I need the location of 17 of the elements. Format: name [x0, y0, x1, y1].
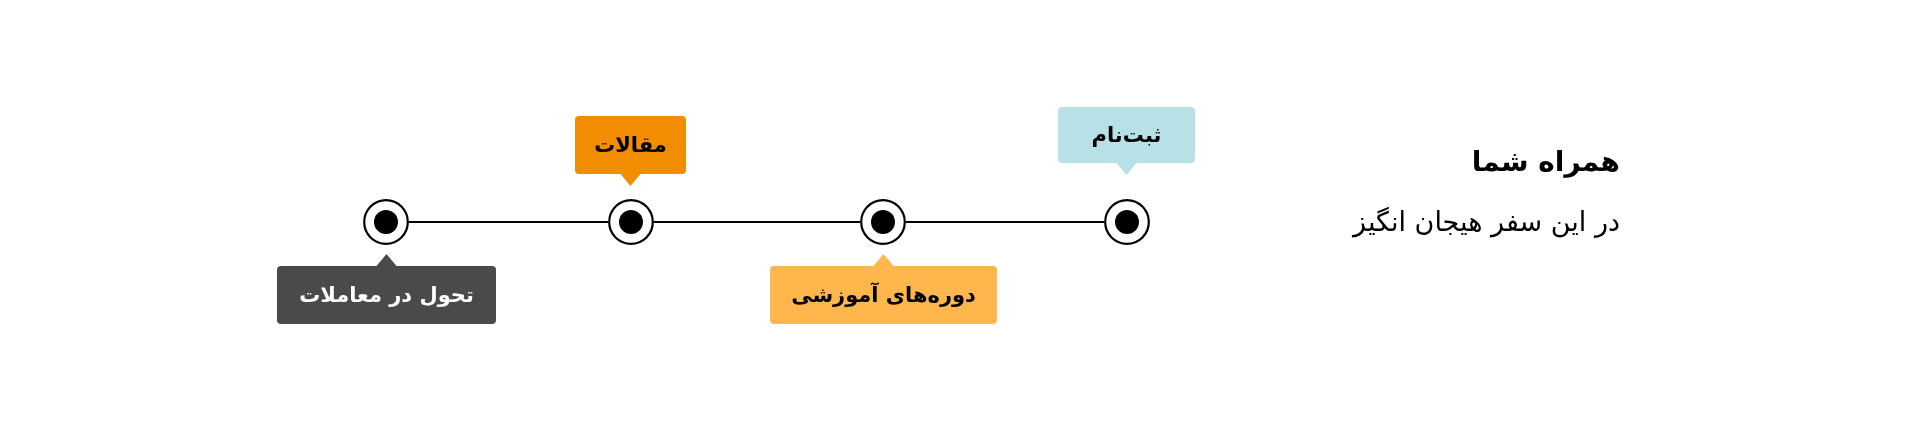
- callout-box: [277, 254, 496, 324]
- callout-text: تحول در معاملات: [298, 282, 475, 309]
- timeline-line: [906, 220, 1104, 224]
- callout-box: [770, 254, 997, 324]
- timeline-marker: [608, 199, 654, 245]
- callout-box: [575, 116, 686, 186]
- callout-box: [1058, 107, 1195, 175]
- timeline-line: [409, 220, 608, 224]
- callout-text: دوره‌های آموزشی: [790, 281, 977, 309]
- timeline-line: [654, 220, 860, 224]
- title: همراه شما: [1471, 144, 1620, 180]
- timeline-marker: [363, 199, 409, 245]
- timeline-marker: [860, 199, 906, 245]
- timeline-marker: [1104, 199, 1150, 245]
- callout-text: ثبت‌نام: [1090, 122, 1163, 149]
- callout-text: مقالات: [593, 132, 668, 159]
- subtitle: در این سفر هیجان انگیز: [1353, 205, 1620, 240]
